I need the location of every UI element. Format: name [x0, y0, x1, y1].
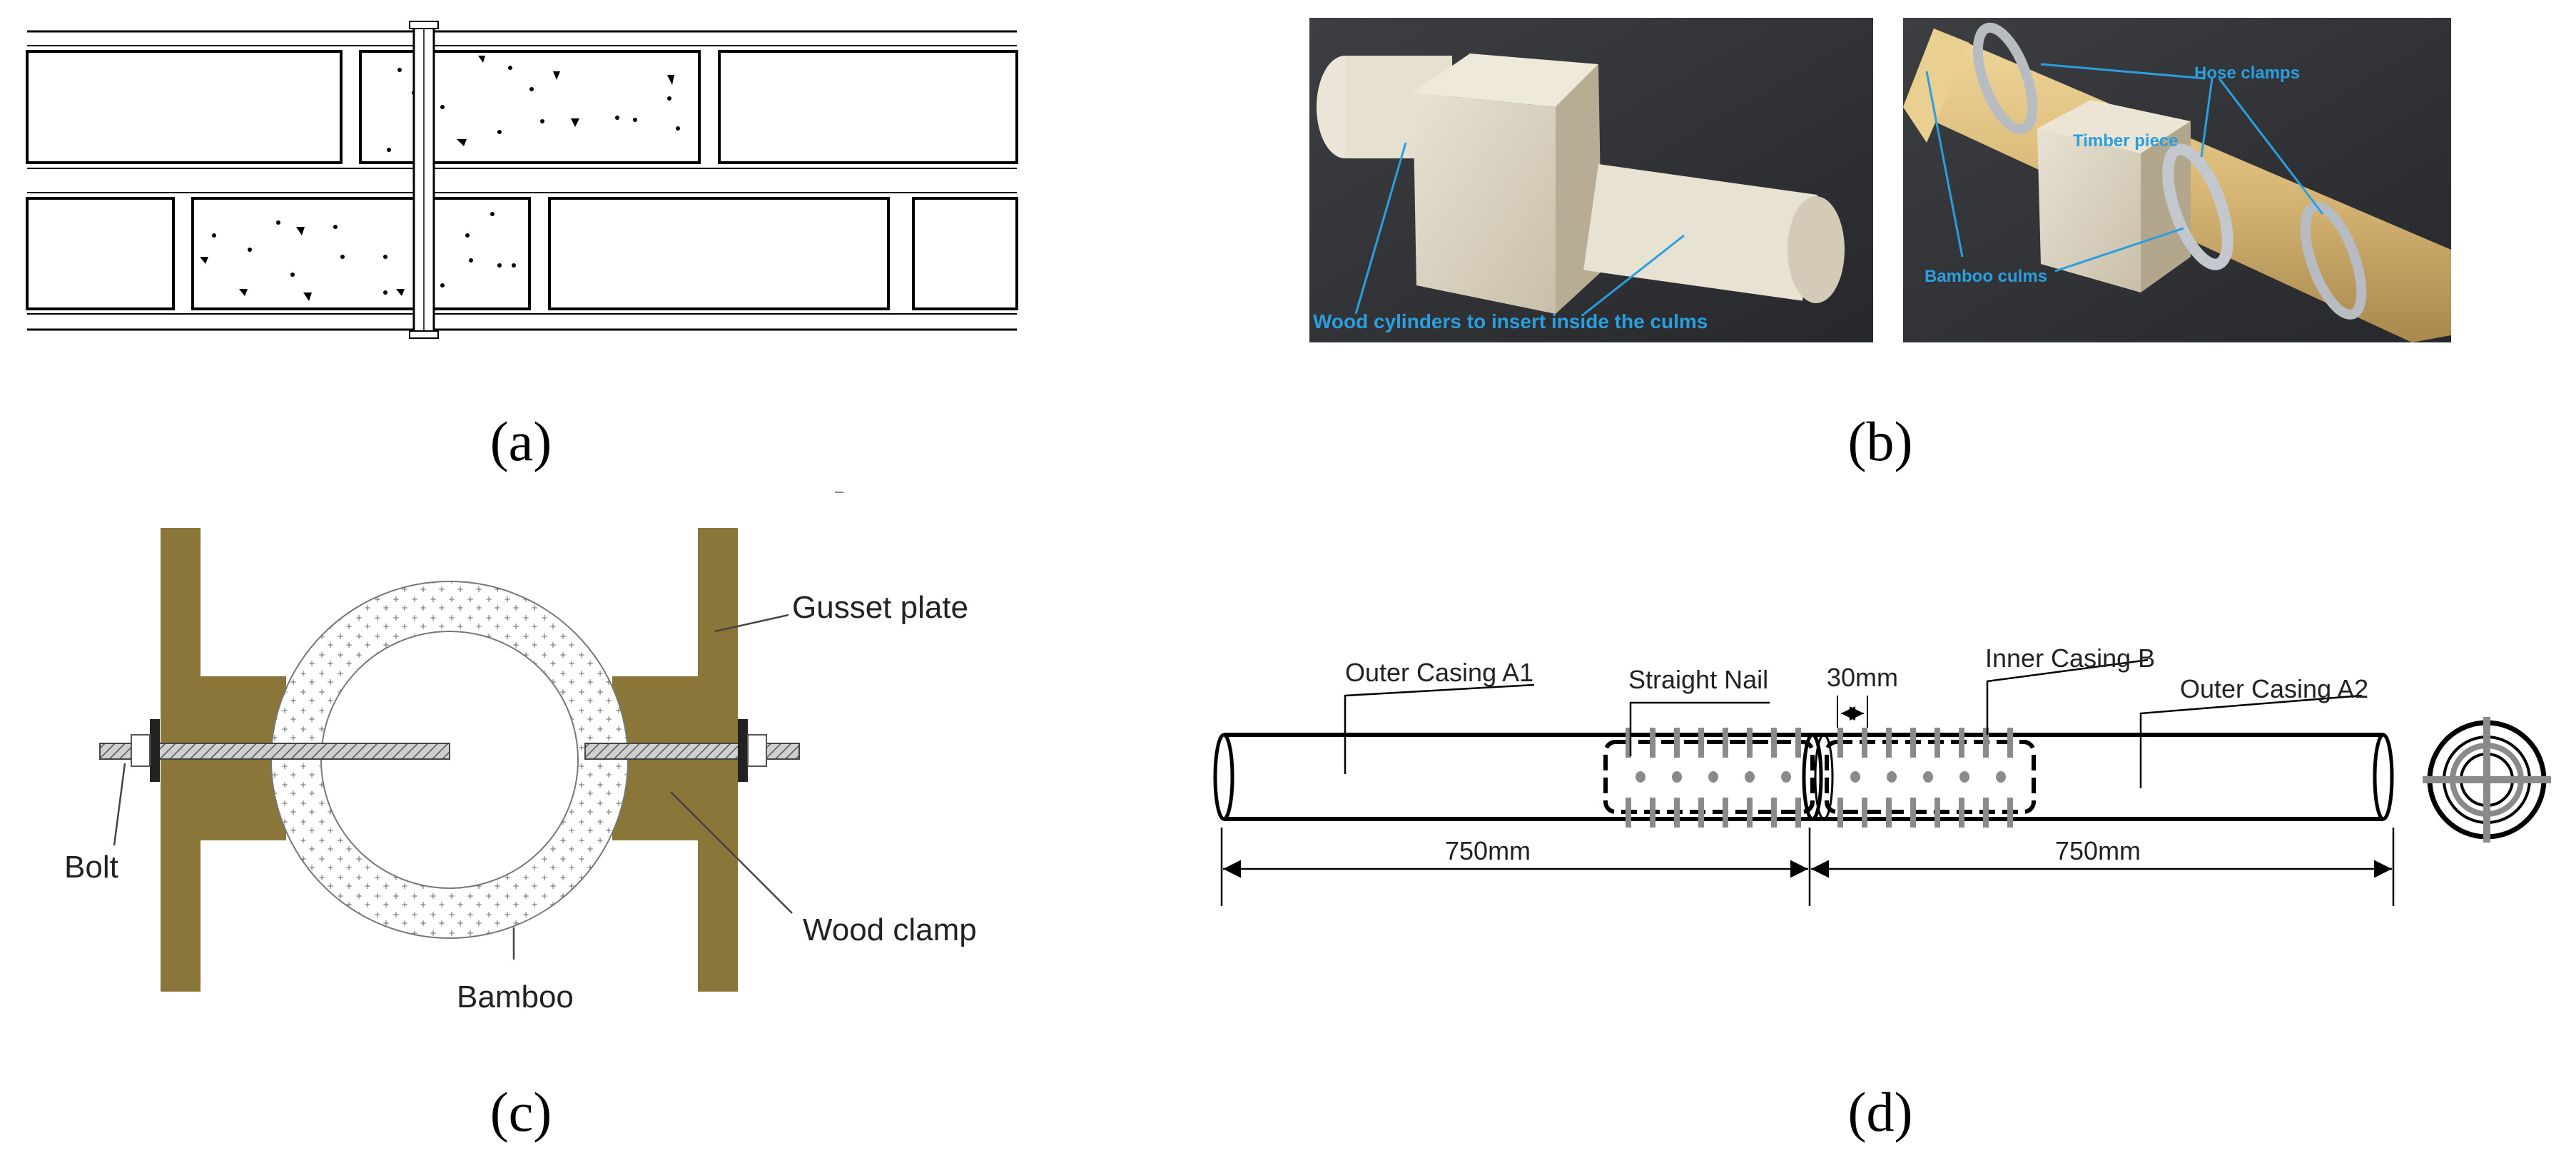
label-wood-clamp: Wood clamp [803, 912, 977, 947]
panel-a-diagram [26, 21, 1018, 339]
brick [912, 197, 1018, 310]
panel-d-diagram: Outer Casing A1 Straight Nail 30mm Inner… [1213, 643, 2551, 906]
label-length-right: 750mm [2055, 836, 2141, 865]
brick [26, 50, 343, 164]
label-hose-clamps: Hose clamps [2194, 63, 2300, 83]
caption-b: (b) [1848, 410, 1913, 472]
caption-d: (d) [1848, 1081, 1913, 1143]
caption-a: (a) [490, 410, 552, 472]
brick [548, 197, 890, 310]
label-bamboo-culms: Bamboo culms [1925, 267, 2047, 286]
panel-c-diagram: Gusset plate Bolt Wood clamp Bamboo [64, 492, 977, 1014]
panel-b-photo-left: Wood cylinders to insert inside the culm… [1309, 18, 1873, 342]
label-spacing-30mm: 30mm [1827, 663, 1898, 692]
label-straight-nail: Straight Nail [1628, 665, 1768, 694]
label-wood-cylinders: Wood cylinders to insert inside the culm… [1313, 310, 1708, 332]
label-gusset-plate: Gusset plate [792, 590, 968, 625]
bolt-left [99, 743, 450, 760]
label-length-left: 750mm [1445, 836, 1531, 865]
label-outer-casing-a2: Outer Casing A2 [2180, 674, 2368, 703]
label-outer-casing-a1: Outer Casing A1 [1345, 658, 1533, 687]
brick [26, 197, 175, 310]
inner-casing-right [1825, 740, 2036, 814]
tube-cross-section [2423, 717, 2551, 843]
label-inner-casing-b: Inner Casing B [1985, 643, 2155, 673]
label-timber-piece: Timber piece [2073, 131, 2179, 151]
panel-b-photo-right: Hose clamps Timber piece Bamboo culms [1903, 18, 2451, 342]
brick [718, 50, 1018, 164]
caption-c: (c) [490, 1081, 552, 1143]
label-bamboo: Bamboo [457, 980, 574, 1014]
brick-filled [191, 197, 531, 310]
brick-filled [359, 50, 701, 164]
inner-casing-left [1603, 740, 1815, 814]
label-bolt: Bolt [64, 850, 118, 885]
